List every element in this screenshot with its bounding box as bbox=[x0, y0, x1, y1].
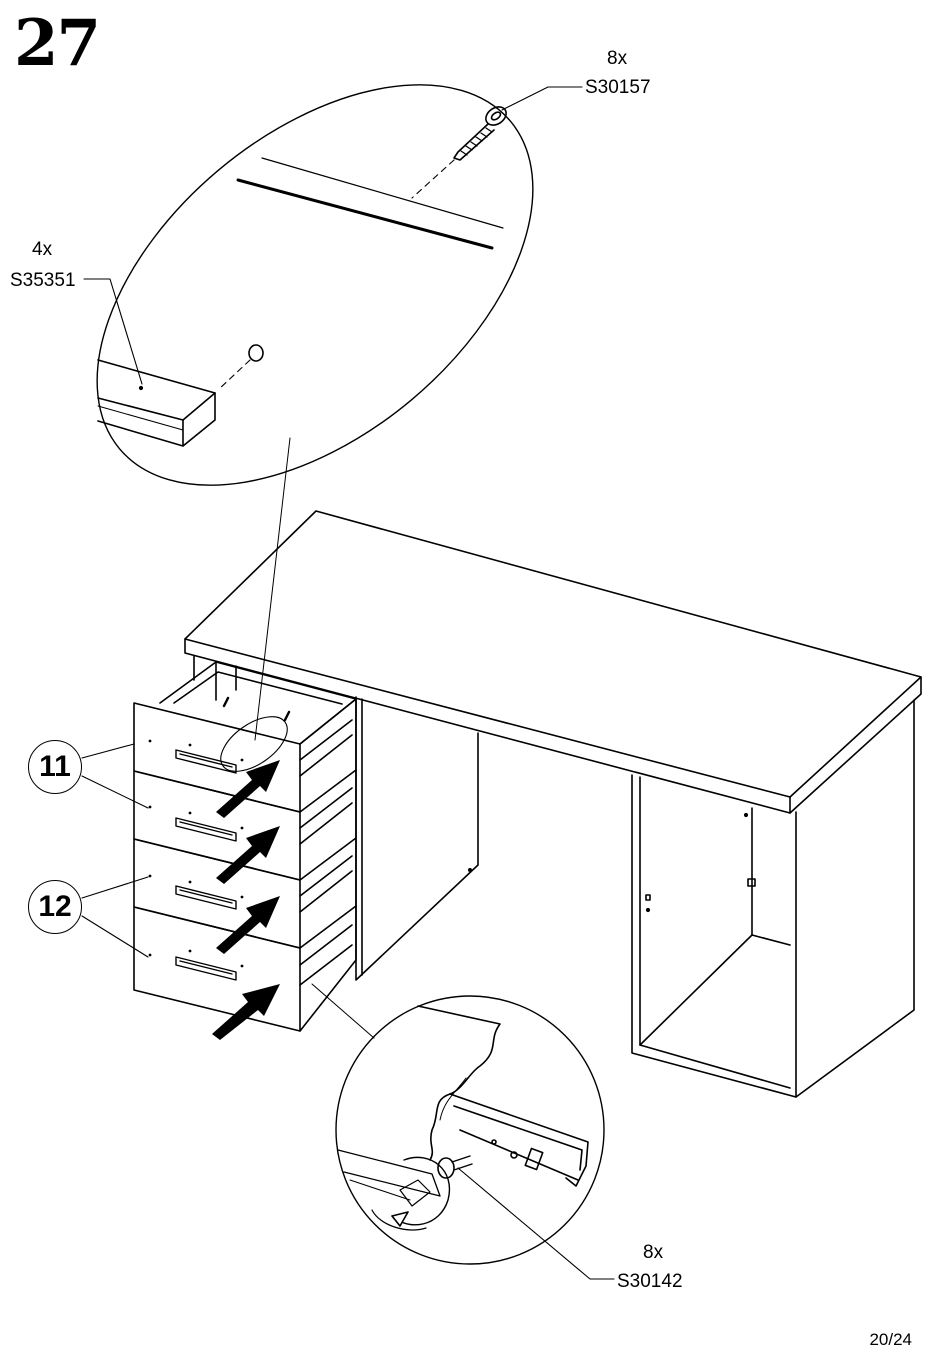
screw-top-code: S30157 bbox=[585, 78, 651, 97]
wood-block-icon bbox=[98, 360, 215, 446]
drawer-front-3 bbox=[134, 839, 300, 948]
drawer-stack bbox=[134, 662, 356, 1031]
desk-illustration bbox=[185, 511, 921, 1097]
screw-top-qty: 8x bbox=[607, 49, 627, 68]
drawer-front-1 bbox=[134, 703, 300, 812]
drawer-front-2 bbox=[134, 771, 300, 880]
screw-icon bbox=[412, 103, 510, 198]
screw-runner-qty: 8x bbox=[643, 1243, 663, 1262]
detail-circle-bottom bbox=[312, 984, 614, 1279]
screwdriver-icon bbox=[338, 1150, 472, 1230]
part-badge-12-label: 12 bbox=[38, 890, 71, 924]
page-number: 20/24 bbox=[869, 1330, 912, 1350]
screw-runner-code: S30142 bbox=[617, 1272, 683, 1291]
wood-block-qty: 4x bbox=[32, 240, 52, 259]
part-badge-11: 11 bbox=[28, 740, 82, 794]
part-badge-12: 12 bbox=[28, 880, 82, 934]
wood-block-code: S35351 bbox=[10, 271, 76, 290]
drill-hole bbox=[249, 345, 263, 361]
part-badge-11-label: 11 bbox=[39, 750, 71, 784]
drawer-front-4 bbox=[134, 907, 300, 1031]
detail-ellipse-top bbox=[23, 6, 607, 740]
